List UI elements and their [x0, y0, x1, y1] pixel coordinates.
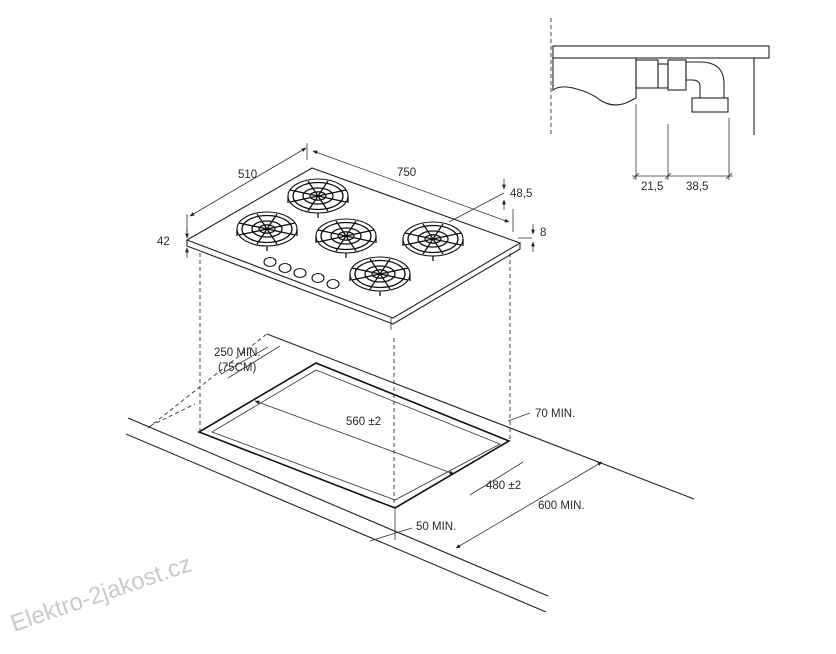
- dim-70-min: 70 MIN.: [535, 408, 575, 420]
- hob-unit: 510 750 42 48,5 8: [157, 143, 546, 330]
- dim-560: 560 ±2: [346, 416, 381, 428]
- burner-center: [315, 218, 377, 259]
- dim-50-min: 50 MIN.: [416, 521, 456, 533]
- dim-250-min: 250 MIN.: [214, 347, 261, 359]
- dim-38-5: 38,5: [686, 181, 708, 193]
- side-detail-inset: 21,5 38,5: [550, 18, 770, 193]
- dim-480: 480 ±2: [486, 480, 521, 492]
- dim-21-5: 21,5: [641, 181, 663, 193]
- burner-front: [349, 256, 411, 297]
- burner-back-center: [287, 178, 349, 219]
- dim-75cm: (75CM): [218, 362, 257, 374]
- dim-8: 8: [540, 227, 546, 239]
- watermark: Elektro-2jakost.cz: [7, 550, 195, 637]
- dim-510: 510: [238, 169, 257, 181]
- burner-left: [236, 211, 298, 252]
- burner-right: [402, 221, 464, 262]
- dim-48-5: 48,5: [510, 188, 532, 200]
- worktop: 250 MIN. (75CM) 560 ±2 480 ±2 70 MIN. 60…: [125, 253, 695, 613]
- cutout-opening: [197, 362, 511, 509]
- dim-42: 42: [157, 236, 170, 248]
- dim-750: 750: [397, 167, 416, 179]
- control-knobs: [263, 256, 340, 290]
- dim-600-min: 600 MIN.: [538, 500, 585, 512]
